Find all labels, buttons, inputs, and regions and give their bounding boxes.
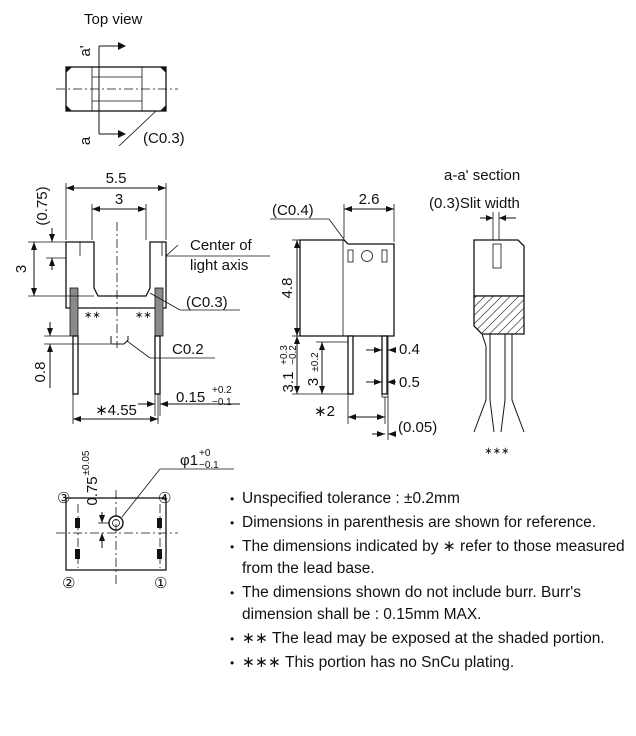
section-no-plating-mark: ∗∗∗ [484, 446, 509, 457]
dim-lead-chamfer: C0.2 [172, 341, 204, 358]
dim-inner-chamfer: (C0.3) [186, 294, 228, 311]
dim-pin-offset: 0.75 [84, 476, 101, 505]
shaded-strip-right [154, 287, 164, 337]
dim-lead-gap: (0.05) [398, 419, 437, 436]
note-item: Dimensions in parenthesis are shown for … [230, 512, 630, 534]
pin-3-pad [75, 518, 80, 528]
dim-lead-length: 3.1 [280, 372, 297, 393]
dim-lead-offset: ∗2 [314, 403, 335, 420]
section-lead-2 [500, 334, 506, 433]
section-label-bottom: a [77, 136, 94, 145]
pin-2-label: ② [62, 575, 75, 592]
top-view: Top view a' a (C0.3) [56, 11, 185, 147]
top-view-title: Top view [84, 11, 143, 28]
note-item: ∗∗∗ This portion has no SnCu plating. [230, 652, 630, 674]
dim-height: 3 [13, 265, 30, 273]
dim-slot-width: 3 [115, 191, 123, 208]
shaded-mark-left: ∗∗ [84, 310, 101, 321]
front-view-body [65, 241, 167, 309]
section-lead-1 [473, 333, 487, 433]
pin-4-pad [157, 518, 162, 528]
dim-lead-pitch: ∗4.55 [95, 402, 137, 419]
section-label-top: a' [77, 45, 94, 56]
pin-1-pad [157, 549, 162, 559]
front-view: ∗∗ ∗∗ 5.5 3 (0.75) 3 [13, 170, 270, 424]
pin-1-label: ① [154, 575, 167, 592]
dim-lead-width-tol-plus: +0.2 [212, 385, 232, 396]
dim-lead-length-tol-plus: +0.3 [279, 345, 290, 365]
side-lead-2 [381, 335, 388, 395]
section-slit [492, 243, 502, 269]
side-view-body [299, 239, 395, 337]
pin-3-label: ③ [57, 490, 70, 507]
dim-side-depth: 2.6 [359, 191, 380, 208]
note-item: Unspecified tolerance : ±0.2mm [230, 488, 630, 510]
dim-lead-length-2: 3 [305, 378, 322, 386]
note-item: ∗∗ The lead may be exposed at the shaded… [230, 628, 630, 650]
notes-list: Unspecified tolerance : ±0.2mm Dimension… [230, 488, 630, 676]
dim-width: 5.5 [106, 170, 127, 187]
dim-side-height: 4.8 [279, 278, 296, 299]
pin-2-pad [75, 549, 80, 559]
dim-lead-thickness: 0.4 [399, 341, 420, 358]
section-slit-label: (0.3)Slit width [429, 195, 520, 212]
dim-pin-offset-tol: ±0.05 [81, 450, 92, 475]
section-hatched [473, 295, 525, 335]
side-window-right [381, 249, 388, 263]
front-lead-right [154, 335, 161, 395]
side-view: (C0.4) 2.6 4.8 3.1 +0.3 −0.2 3 ±0.2 [270, 191, 437, 440]
dim-lead-length-2-tol: ±0.2 [310, 352, 321, 372]
note-item: The dimensions shown do not include burr… [230, 582, 630, 626]
note-item: The dimensions indicated by ∗ refer to t… [230, 536, 630, 580]
section-title: a-a' section [444, 167, 520, 184]
front-lead-left [72, 335, 79, 395]
optical-axis-label-2: light axis [190, 257, 248, 274]
lead-base-pad [110, 336, 129, 345]
shaded-mark-right: ∗∗ [135, 310, 152, 321]
dim-hole-tol-plus: +0 [199, 448, 211, 459]
side-window-left [347, 249, 354, 263]
pin-4-label: ④ [158, 490, 171, 507]
dim-lead-width: 0.15 [176, 389, 205, 406]
side-view-circle [361, 250, 373, 262]
section-view: a-a' section (0.3)Slit width ∗∗∗ [429, 167, 525, 457]
dim-side-chamfer: (C0.4) [272, 202, 314, 219]
optical-axis-label-1: Center of [190, 237, 253, 254]
bottom-view: ③ ④ ② ① 0.75 ±0.05 φ1 +0 −0.1 [56, 448, 234, 592]
dim-hole: φ1 [180, 452, 198, 469]
dim-lead-width-side: 0.5 [399, 374, 420, 391]
dim-top-offset: (0.75) [34, 186, 51, 225]
top-view-chamfer: (C0.3) [143, 130, 185, 147]
dim-lead-width-tol-minus: −0.1 [212, 397, 232, 408]
shaded-strip-left [69, 287, 79, 337]
side-lead-1 [347, 335, 354, 395]
dim-lead-length-tol-minus: −0.2 [288, 345, 299, 365]
dim-lead-height: 0.8 [32, 362, 49, 383]
dim-hole-tol-minus: −0.1 [199, 460, 219, 471]
